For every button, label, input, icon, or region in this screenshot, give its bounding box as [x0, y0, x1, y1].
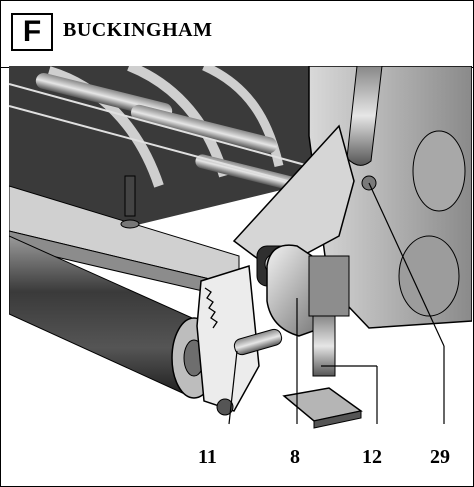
section-letter: F [22, 15, 42, 48]
figure-title: BUCKINGHAM [63, 19, 213, 41]
figure-header: F BUCKINGHAM [1, 1, 473, 68]
section-letter-box: F [11, 13, 53, 51]
mower-illustration [9, 66, 472, 431]
cylinder-assembly [9, 66, 472, 431]
